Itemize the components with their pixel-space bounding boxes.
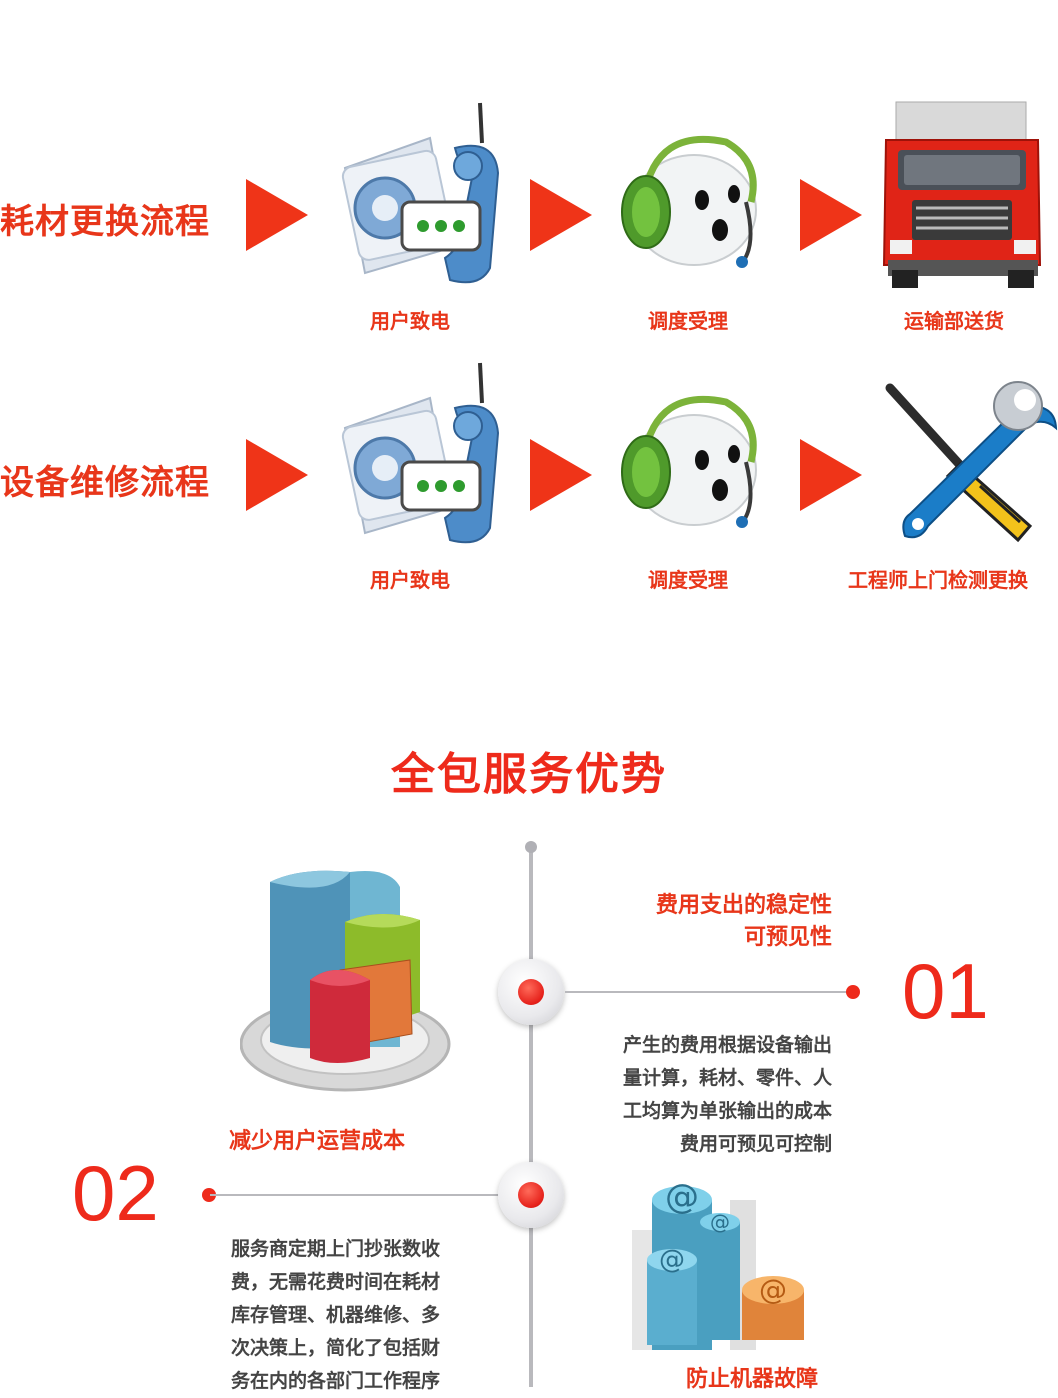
item-description: 服务商定期上门抄张数收 费，无需花费时间在耗材 库存管理、机器维修、多 次决策上… bbox=[231, 1233, 440, 1398]
timeline-line bbox=[529, 846, 533, 1387]
svg-text:@: @ bbox=[665, 1177, 699, 1217]
timeline-node-02 bbox=[498, 1162, 564, 1228]
item-description: 产生的费用根据设备输出 量计算，耗材、零件、人 工均算为单张输出的成本 费用可预… bbox=[623, 1029, 832, 1161]
description-line: 费用可预见可控制 bbox=[679, 1133, 832, 1155]
section-title: 全包服务优势 bbox=[391, 749, 667, 800]
description-line: 库存管理、机器维修、多 bbox=[231, 1304, 441, 1326]
svg-text:@: @ bbox=[759, 1273, 787, 1306]
connector-line bbox=[210, 1194, 500, 1196]
item-number: 01 bbox=[902, 947, 989, 1035]
flow-arrow bbox=[246, 179, 308, 251]
description-line: 务在内的各部门工作程序 bbox=[231, 1370, 441, 1392]
svg-text:@: @ bbox=[710, 1210, 730, 1234]
flow-title: 耗材更换流程 bbox=[0, 202, 210, 242]
flow-arrow bbox=[800, 439, 862, 511]
flow-arrow bbox=[246, 439, 308, 511]
telephone-icon bbox=[341, 102, 500, 284]
description-line: 产生的费用根据设备输出 bbox=[622, 1034, 832, 1056]
headset-icon bbox=[621, 135, 757, 268]
telephone-icon bbox=[341, 362, 500, 544]
item-title: 防止机器故障 bbox=[686, 1367, 819, 1392]
step-caption: 用户致电 bbox=[370, 309, 450, 333]
timeline-node-01 bbox=[498, 959, 564, 1025]
flow-title: 设备维修流程 bbox=[0, 463, 210, 503]
at-sign-icon: @ @ @ @ bbox=[632, 1177, 804, 1350]
description-line: 次决策上，简化了包括财 bbox=[231, 1337, 441, 1359]
item-title-line: 可预见性 bbox=[743, 925, 832, 950]
connector-dot bbox=[202, 1188, 216, 1202]
step-caption: 用户致电 bbox=[370, 568, 450, 592]
step-caption: 调度受理 bbox=[648, 309, 728, 333]
item-number: 02 bbox=[72, 1149, 159, 1237]
description-line: 服务商定期上门抄张数收 bbox=[231, 1238, 441, 1260]
flow-arrow bbox=[800, 179, 862, 251]
truck-icon bbox=[882, 101, 1042, 288]
description-line: 工均算为单张输出的成本 bbox=[622, 1100, 832, 1122]
svg-text:@: @ bbox=[659, 1245, 685, 1275]
description-line: 量计算，耗材、零件、人 bbox=[622, 1067, 832, 1089]
step-caption: 调度受理 bbox=[648, 568, 728, 592]
description-line: 费，无需花费时间在耗材 bbox=[231, 1271, 441, 1293]
flow-arrow bbox=[530, 179, 592, 251]
connector-dot bbox=[846, 985, 860, 999]
step-caption: 工程师上门检测更换 bbox=[848, 568, 1028, 592]
item-title-line: 费用支出的稳定性 bbox=[655, 893, 832, 918]
step-caption: 运输部送货 bbox=[904, 309, 1004, 333]
tools-icon bbox=[885, 381, 1058, 543]
flow-arrow bbox=[530, 439, 592, 511]
item-title: 费用支出的稳定性 可预见性 bbox=[656, 890, 832, 954]
connector-line bbox=[565, 991, 850, 993]
item-title: 减少用户运营成本 bbox=[229, 1129, 406, 1154]
timeline-top-dot bbox=[525, 841, 537, 853]
headset-icon bbox=[621, 395, 757, 528]
bar-chart-icon bbox=[240, 870, 451, 1092]
